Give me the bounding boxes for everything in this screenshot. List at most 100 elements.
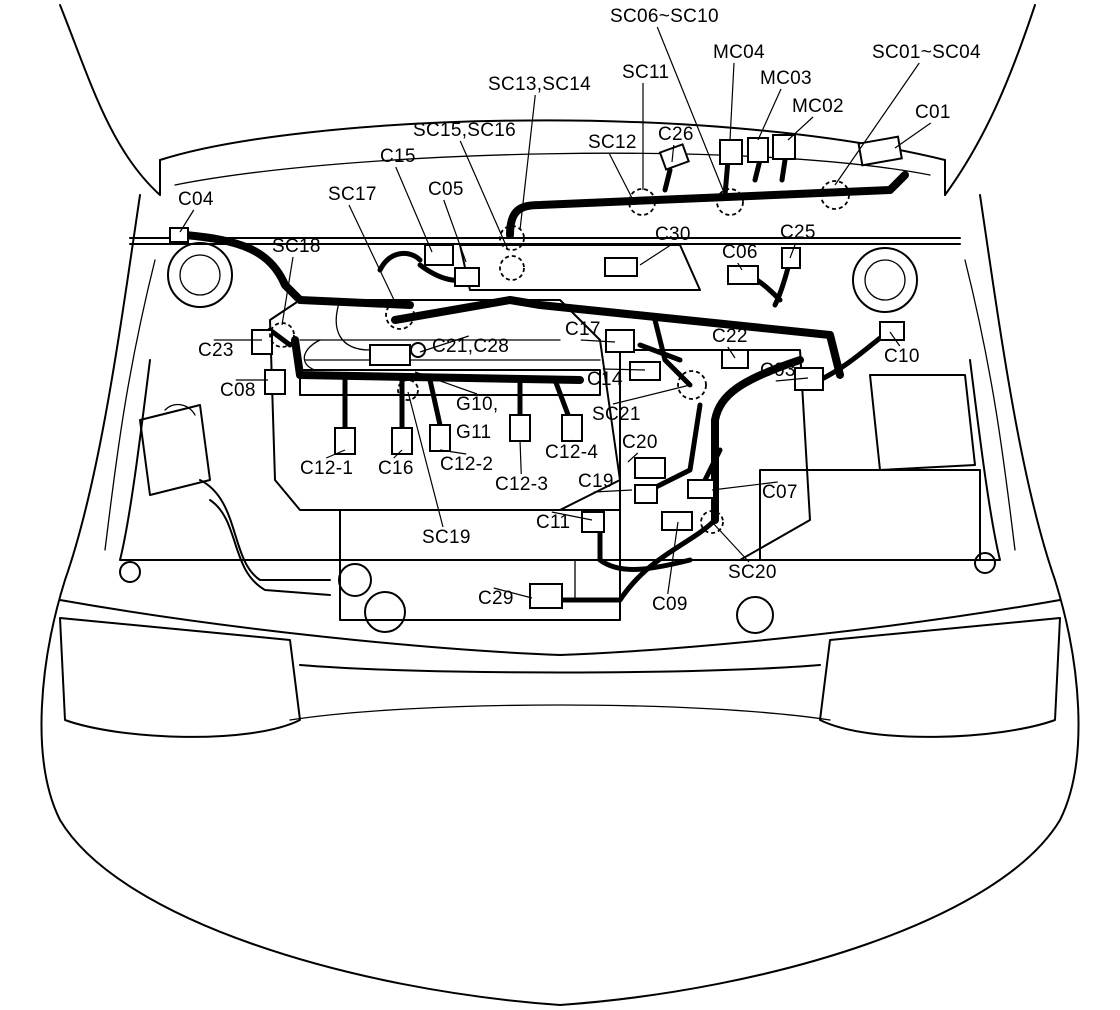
- leader-sc18: [281, 256, 294, 326]
- leader-c29: [493, 587, 533, 599]
- label-c12-2: C12-2: [440, 454, 493, 475]
- engine-components: [139, 244, 981, 621]
- label-c26: C26: [658, 124, 694, 145]
- leader-c09: [667, 521, 679, 595]
- label-sc18: SC18: [272, 236, 321, 257]
- connector-c12-4: [561, 414, 583, 442]
- label-mc02: MC02: [792, 96, 844, 117]
- splice-markers: [269, 180, 850, 534]
- splice-sc20: [700, 510, 724, 534]
- label-c03: C03: [760, 360, 796, 381]
- label-c21-c28: C21,C28: [432, 336, 509, 357]
- leader-lines: [179, 26, 932, 599]
- leader-c15: [395, 166, 433, 253]
- connector-c05: [454, 267, 480, 287]
- car-body-outline: [40, 4, 1080, 1006]
- splice-sc19: [397, 379, 419, 401]
- connectors: [169, 134, 905, 609]
- label-c10: C10: [884, 346, 920, 367]
- connector-c21-c28: [369, 344, 411, 366]
- label-sc11: SC11: [622, 62, 669, 83]
- label-c25: C25: [780, 222, 816, 243]
- leader-c17: [580, 339, 616, 343]
- label-sc15-sc16: SC15,SC16: [413, 120, 516, 141]
- label-c14: C14: [587, 369, 623, 390]
- connector-c12-2: [429, 424, 451, 452]
- leader-c30: [639, 244, 672, 266]
- splice-sc15-sc16: [499, 255, 525, 281]
- leader-c07: [711, 481, 778, 491]
- label-c09: C09: [652, 594, 688, 615]
- leader-c03: [775, 377, 809, 382]
- leader-c11: [551, 511, 593, 521]
- connector-c04: [169, 227, 189, 243]
- connector-c07: [687, 479, 715, 499]
- label-sc17: SC17: [328, 184, 377, 205]
- leader-mc03: [757, 88, 782, 141]
- connector-c16: [391, 427, 413, 455]
- leader-c10: [889, 331, 901, 347]
- wiring-harness: [181, 157, 909, 603]
- label-c15: C15: [380, 146, 416, 167]
- label-g11: G11: [456, 422, 491, 443]
- label-c17: C17: [565, 319, 601, 340]
- leader-c04: [179, 209, 195, 233]
- connector-c25: [781, 247, 801, 269]
- connector-c06: [727, 265, 759, 285]
- connector-c30: [604, 257, 638, 277]
- splice-sc11-sc12: [628, 188, 656, 216]
- label-sc19: SC19: [422, 527, 471, 548]
- leader-sc01-sc04: [834, 62, 920, 186]
- label-c22: C22: [712, 326, 748, 347]
- leader-sc15-sc16: [459, 140, 509, 251]
- leader-c16: [393, 449, 403, 459]
- connector-c19: [634, 484, 658, 504]
- label-c19: C19: [578, 471, 614, 492]
- leader-c25: [789, 242, 797, 259]
- leader-g10: [414, 371, 478, 395]
- leader-sc21: [612, 384, 691, 405]
- leader-c14: [602, 368, 646, 371]
- connector-c11: [581, 511, 605, 533]
- connector-c12-3: [509, 414, 531, 442]
- leader-c21-c28: [419, 335, 469, 353]
- connector-mc02: [772, 134, 796, 160]
- connector-c15: [424, 244, 454, 266]
- label-c11: C11: [536, 512, 570, 533]
- leader-c01: [894, 122, 932, 149]
- label-g10: G10,: [456, 394, 498, 415]
- label-c04: C04: [178, 189, 214, 210]
- leader-c26: [671, 144, 675, 163]
- leader-c20: [627, 452, 639, 463]
- leader-sc06-sc10: [656, 26, 726, 196]
- label-c12-3: C12-3: [495, 474, 548, 495]
- leader-mc04: [729, 62, 735, 141]
- label-c29: C29: [478, 588, 514, 609]
- splice-sc06-sc10: [716, 188, 744, 216]
- leader-sc19: [407, 391, 444, 528]
- leader-c22: [727, 346, 736, 359]
- label-c08: C08: [220, 380, 256, 401]
- connector-c12-1: [334, 427, 356, 455]
- connector-c10: [879, 321, 905, 341]
- label-c30: C30: [655, 224, 691, 245]
- label-c20: C20: [622, 432, 658, 453]
- leader-sc13-sc14: [519, 94, 536, 231]
- connector-mc04: [719, 139, 743, 165]
- splice-sc13-sc14: [499, 225, 525, 251]
- label-sc13-sc14: SC13,SC14: [488, 74, 591, 95]
- label-c01: C01: [915, 102, 951, 123]
- leader-c12-3: [519, 439, 522, 475]
- label-c07: C07: [762, 482, 798, 503]
- label-c12-1: C12-1: [300, 458, 353, 479]
- label-sc06-sc10: SC06~SC10: [610, 6, 719, 27]
- label-mc04: MC04: [713, 42, 765, 63]
- label-sc12: SC12: [588, 132, 637, 153]
- leader-c06: [737, 262, 743, 271]
- leader-c12-1: [326, 449, 346, 459]
- label-c23: C23: [198, 340, 234, 361]
- splice-sc01-sc04: [820, 180, 850, 210]
- label-sc01-sc04: SC01~SC04: [872, 42, 981, 63]
